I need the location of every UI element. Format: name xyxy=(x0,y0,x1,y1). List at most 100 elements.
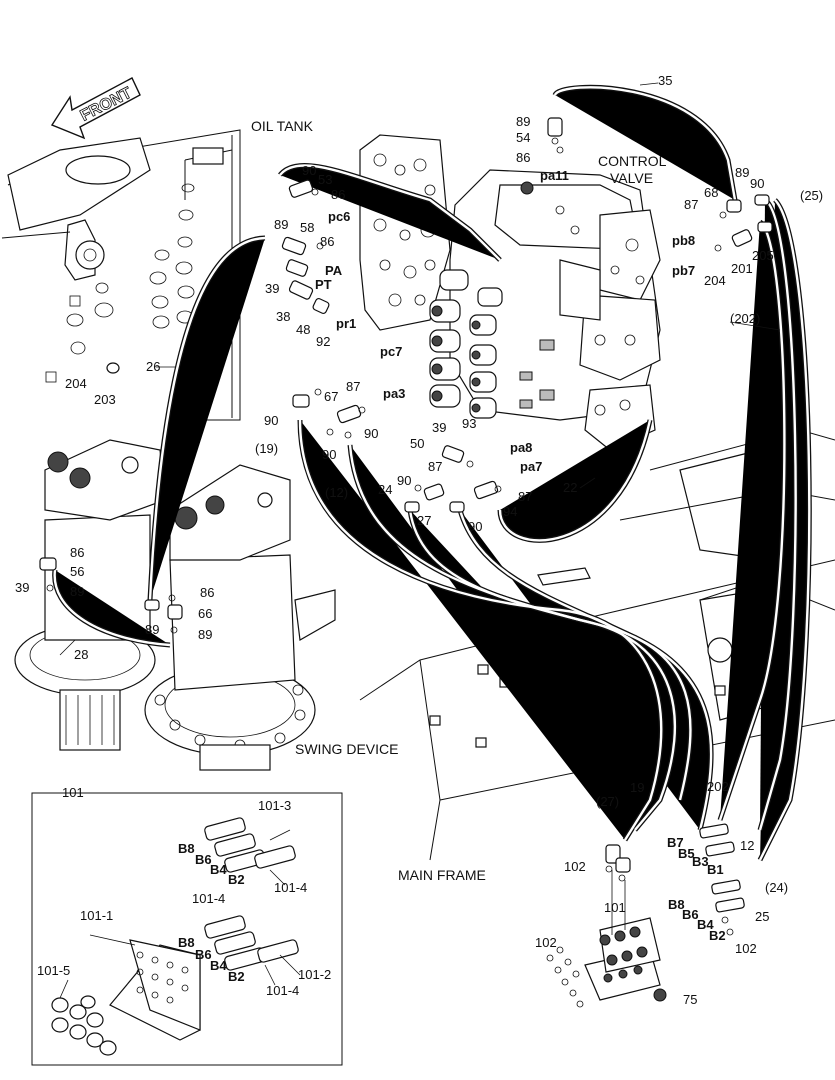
label-90: 90 xyxy=(750,176,764,191)
label-89: 89 xyxy=(274,217,288,232)
label-92: 92 xyxy=(316,334,330,349)
label-94: 94 xyxy=(503,504,517,519)
label-101-3: 101-3 xyxy=(258,798,291,813)
label-58: 58 xyxy=(300,220,314,235)
label-204: 204 xyxy=(65,376,87,391)
label-pa8: pa8 xyxy=(510,440,532,455)
label-pc6: pc6 xyxy=(328,209,350,224)
caption-main-frame: MAIN FRAME xyxy=(398,867,486,883)
front-label: FRONT xyxy=(78,85,135,125)
label-26: 26 xyxy=(146,359,160,374)
part-labels: 35 89 54 86 pa11 89 90 68 87 (25) pb8 pb… xyxy=(15,73,823,1007)
captions: OIL TANK CONTROL VALVE SWING DEVICE MAIN… xyxy=(251,118,667,883)
label-PA: PA xyxy=(325,263,343,278)
label-19: (19) xyxy=(255,441,278,456)
label-B4: B4 xyxy=(697,917,714,932)
label-B8: B8 xyxy=(178,935,195,950)
label-101-1: 101-1 xyxy=(80,908,113,923)
label-87: 87 xyxy=(684,197,698,212)
label-90: 90 xyxy=(302,163,316,178)
label-B3: B3 xyxy=(692,854,709,869)
label-86: 86 xyxy=(516,150,530,165)
label-90: 90 xyxy=(264,413,278,428)
label-205: 205 xyxy=(752,248,774,263)
label-90: 90 xyxy=(397,473,411,488)
label-86: 86 xyxy=(320,234,334,249)
label-28: 28 xyxy=(74,647,88,662)
hoses xyxy=(52,84,812,862)
label-102: 102 xyxy=(535,935,557,950)
caption-control-valve-2: VALVE xyxy=(610,170,653,186)
label-39: 39 xyxy=(15,580,29,595)
valve-spools xyxy=(429,269,503,419)
caption-swing-device: SWING DEVICE xyxy=(295,741,398,757)
label-B7: B7 xyxy=(667,835,684,850)
label-89: 89 xyxy=(735,165,749,180)
label-B6: B6 xyxy=(195,852,212,867)
label-pb7: pb7 xyxy=(672,263,695,278)
label-48: 48 xyxy=(296,322,310,337)
label-50: 50 xyxy=(410,436,424,451)
label-89: 89 xyxy=(198,627,212,642)
label-67: 67 xyxy=(324,389,338,404)
label-204: 204 xyxy=(704,273,726,288)
label-B8: B8 xyxy=(668,897,685,912)
control-valve xyxy=(429,169,661,451)
label-90: 90 xyxy=(322,447,336,462)
label-B2: B2 xyxy=(228,872,245,887)
label-101-2: 101-2 xyxy=(298,967,331,982)
label-PT: PT xyxy=(315,277,332,292)
label-pr1: pr1 xyxy=(336,316,356,331)
label-24: (24) xyxy=(765,880,788,895)
label-102: 102 xyxy=(735,941,757,956)
label-102: 102 xyxy=(564,859,586,874)
label-27: 27 xyxy=(417,513,431,528)
label-90: 90 xyxy=(468,519,482,534)
label-B5: B5 xyxy=(678,846,695,861)
label-86: 86 xyxy=(331,187,345,202)
label-101-4: 101-4 xyxy=(192,891,225,906)
label-B4: B4 xyxy=(210,958,227,973)
label-101-4: 101-4 xyxy=(266,983,299,998)
caption-control-valve-1: CONTROL xyxy=(598,153,667,169)
label-12: 12 xyxy=(740,838,754,853)
label-202: (202) xyxy=(730,311,760,326)
label-54: 54 xyxy=(516,130,530,145)
label-pb8: pb8 xyxy=(672,233,695,248)
label-87: 87 xyxy=(428,459,442,474)
label-86: 86 xyxy=(70,545,84,560)
label-25: (25) xyxy=(800,188,823,203)
caption-oil-tank: OIL TANK xyxy=(251,118,314,134)
label-87: 87 xyxy=(518,489,532,504)
label-53: 53 xyxy=(318,172,332,187)
label-25: 25 xyxy=(755,909,769,924)
label-101-5: 101-5 xyxy=(37,963,70,978)
label-B8: B8 xyxy=(178,841,195,856)
label-203: 203 xyxy=(94,392,116,407)
label-101: 101 xyxy=(604,900,626,915)
label-101: 101 xyxy=(62,785,84,800)
label-pa11: pa11 xyxy=(540,168,569,183)
label-66: 66 xyxy=(198,606,212,621)
distribution-manifold xyxy=(546,870,734,1008)
swing-device-right xyxy=(144,464,336,771)
label-86: 86 xyxy=(200,585,214,600)
label-pa7: pa7 xyxy=(520,459,542,474)
label-35: 35 xyxy=(658,73,672,88)
label-B2: B2 xyxy=(709,928,726,943)
label-B4: B4 xyxy=(210,862,227,877)
label-24: 24 xyxy=(378,482,392,497)
label-202: 202 xyxy=(707,779,729,794)
label-pa3: pa3 xyxy=(383,386,405,401)
label-93: 93 xyxy=(462,416,476,431)
label-39: 39 xyxy=(265,281,279,296)
label-22: 22 xyxy=(563,480,577,495)
label-75: 75 xyxy=(683,992,697,1007)
leader-lines xyxy=(59,82,781,999)
label-201: 201 xyxy=(731,261,753,276)
label-68: 68 xyxy=(704,185,718,200)
oil-tank xyxy=(1,129,241,421)
label-B2: B2 xyxy=(228,969,245,984)
